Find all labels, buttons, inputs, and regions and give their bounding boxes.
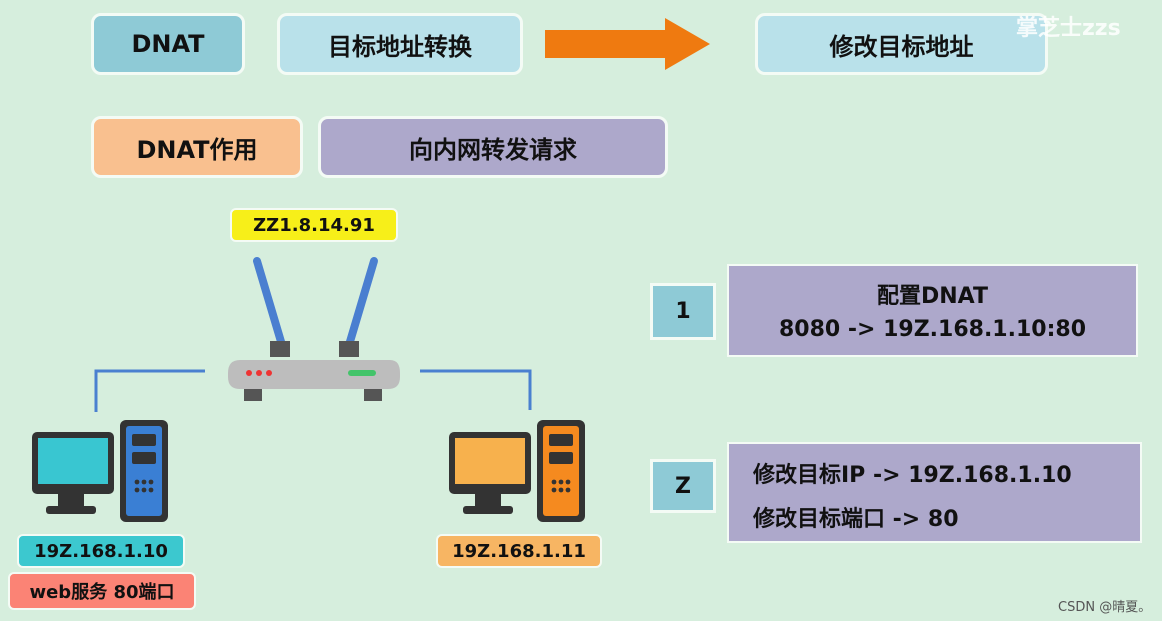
host1-ip: 19Z.168.1.10 [34, 540, 168, 562]
link-router-host2 [420, 369, 532, 410]
right-arrow-icon [545, 18, 710, 70]
link-router-host1 [94, 369, 205, 412]
router-icon [228, 257, 400, 401]
purpose-description: 向内网转发请求 [409, 135, 577, 164]
step2-line1: 修改目标IP -> 19Z.168.1.10 [753, 463, 1072, 488]
host2-ip: 19Z.168.1.11 [452, 540, 586, 562]
step1-number: 1 [675, 299, 691, 324]
host2-ip-badge: 19Z.168.1.11 [436, 534, 602, 568]
step1-info-box: 配置DNAT 8080 -> 19Z.168.1.10:80 [727, 264, 1138, 357]
step2-line2: 修改目标端口 -> 80 [753, 507, 959, 532]
step2-number-box: Z [650, 459, 716, 513]
step1-number-box: 1 [650, 283, 716, 340]
step2-number: Z [675, 473, 691, 499]
purpose-label-box: DNAT作用 [91, 116, 303, 178]
router-ip: ZZ1.8.14.91 [253, 214, 375, 236]
purpose-description-box: 向内网转发请求 [318, 116, 668, 178]
host1-service: web服务 80端口 [29, 582, 175, 603]
channel-watermark: 掌芝士zzs [1016, 16, 1121, 41]
dnat-term: DNAT [131, 30, 205, 58]
dnat-definition: 目标地址转换 [328, 32, 472, 61]
host1-ip-badge: 19Z.168.1.10 [17, 534, 185, 568]
purpose-label: DNAT作用 [136, 135, 258, 164]
dnat-result-box: 修改目标地址 [755, 13, 1048, 75]
host1-service-badge: web服务 80端口 [8, 572, 196, 610]
dnat-term-box: DNAT [91, 13, 245, 75]
router-ip-badge: ZZ1.8.14.91 [230, 208, 398, 242]
dnat-result: 修改目标地址 [829, 32, 974, 61]
step2-info-box: 修改目标IP -> 19Z.168.1.10 修改目标端口 -> 80 [727, 442, 1142, 543]
dnat-definition-box: 目标地址转换 [277, 13, 523, 75]
step1-line1: 配置DNAT [877, 284, 988, 309]
computer-teal-icon [32, 420, 168, 522]
computer-orange-icon [449, 420, 585, 522]
step1-line2: 8080 -> 19Z.168.1.10:80 [778, 317, 1086, 342]
csdn-credit: CSDN @晴夏。 [1058, 600, 1152, 615]
